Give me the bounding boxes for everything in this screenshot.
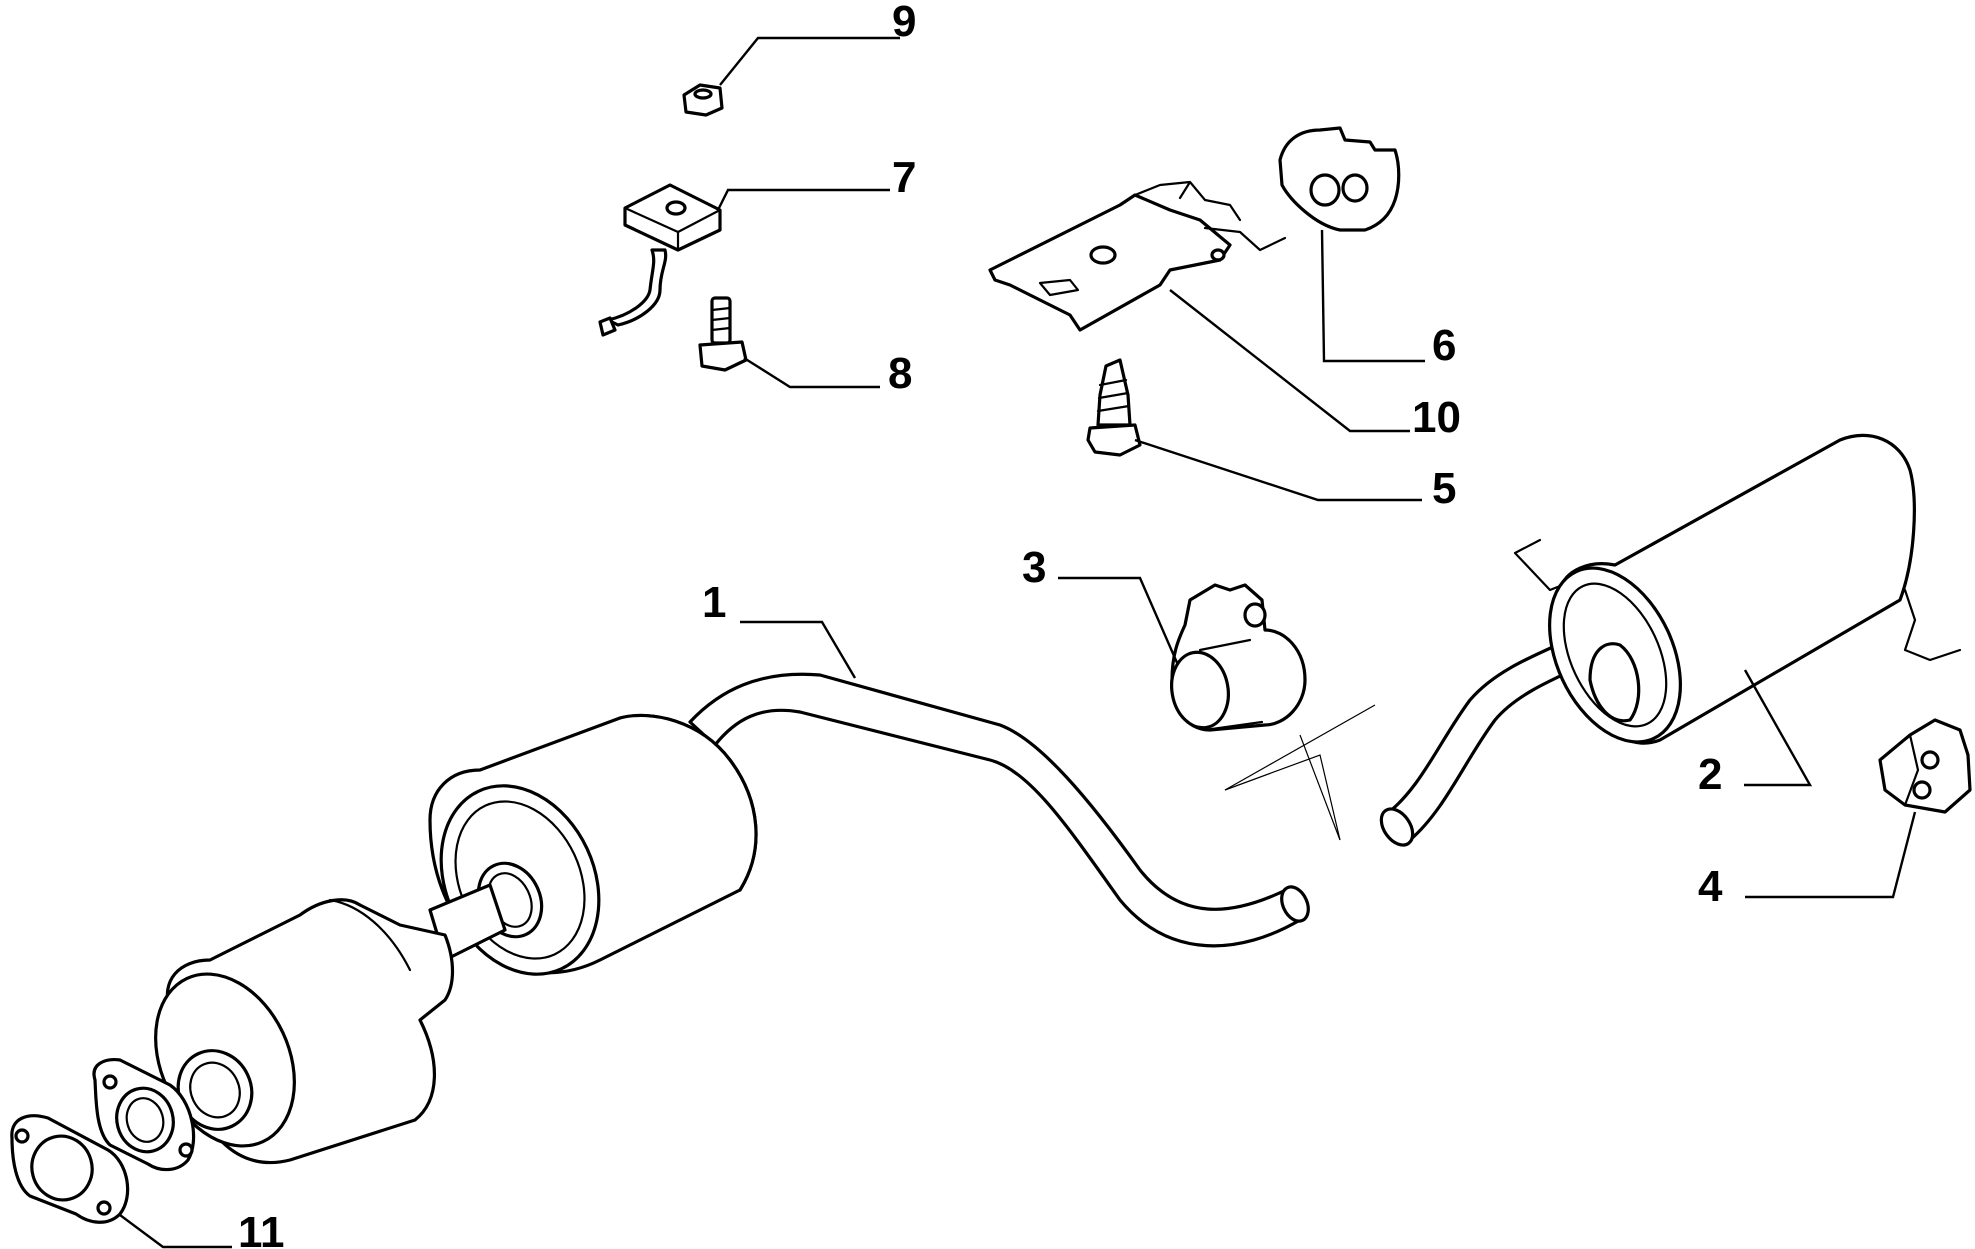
rubber-hanger-part[interactable] bbox=[1878, 718, 1972, 814]
leader-lines bbox=[119, 36, 1917, 1249]
leader-6 bbox=[1320, 229, 1425, 363]
callout-3: 3 bbox=[1022, 543, 1046, 592]
callout-1: 1 bbox=[702, 578, 726, 627]
callout-4: 4 bbox=[1698, 862, 1723, 911]
front-pipe-assembly[interactable] bbox=[92, 672, 1313, 1172]
callout-2: 2 bbox=[1698, 750, 1722, 799]
heat-shield-part[interactable] bbox=[988, 180, 1287, 332]
callout-11: 11 bbox=[238, 1208, 285, 1249]
leader-10 bbox=[1169, 289, 1410, 433]
leader-1 bbox=[740, 620, 857, 679]
bolt-part[interactable] bbox=[698, 296, 748, 372]
pipe-break-symbol bbox=[1224, 704, 1376, 841]
nut-part[interactable] bbox=[682, 83, 724, 117]
rubber-mount-part[interactable] bbox=[1278, 126, 1401, 232]
leader-3 bbox=[1058, 576, 1180, 666]
leader-5 bbox=[1134, 438, 1422, 502]
gasket-part[interactable] bbox=[10, 1114, 130, 1224]
callout-5: 5 bbox=[1432, 464, 1456, 513]
callout-9: 9 bbox=[892, 0, 916, 46]
callout-labels: 1 2 3 4 5 6 7 8 9 10 11 bbox=[238, 0, 1723, 1249]
rear-silencer-part[interactable] bbox=[1375, 433, 1962, 850]
screw-part[interactable] bbox=[1086, 358, 1142, 457]
callout-6: 6 bbox=[1432, 321, 1456, 370]
leader-8 bbox=[743, 356, 880, 389]
callout-7: 7 bbox=[892, 153, 916, 202]
leader-2 bbox=[1743, 669, 1813, 787]
leader-9 bbox=[719, 36, 900, 86]
bracket-part[interactable] bbox=[598, 183, 722, 337]
callout-10: 10 bbox=[1412, 393, 1461, 442]
pipe-clamp-part[interactable] bbox=[1166, 583, 1307, 732]
leader-7 bbox=[716, 188, 890, 211]
leader-4 bbox=[1745, 811, 1917, 899]
callout-8: 8 bbox=[888, 349, 912, 398]
leader-11 bbox=[119, 1214, 232, 1249]
